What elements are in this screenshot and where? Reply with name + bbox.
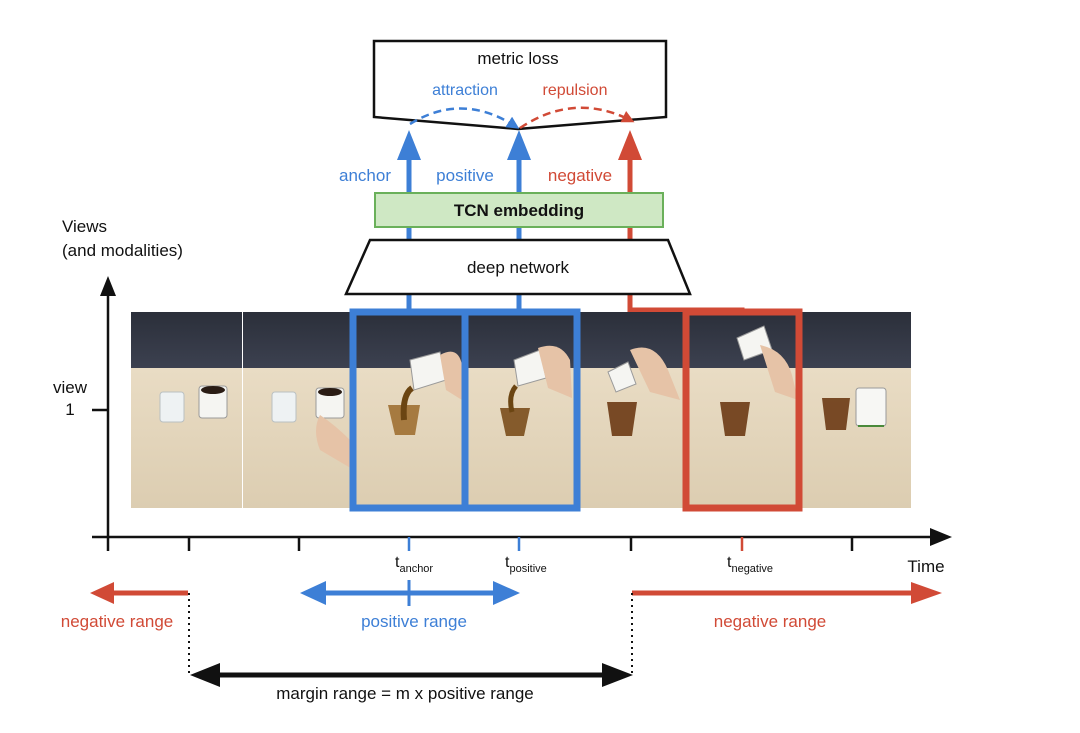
frame-7 [800, 312, 911, 508]
positive-range-arrow [300, 580, 520, 606]
positive-label: positive [436, 166, 494, 185]
t-anchor-label: tanchor [395, 554, 433, 575]
svg-text:tanchor: tanchor [395, 554, 433, 575]
tcn-embedding-box: TCN embedding [374, 192, 664, 228]
t-negative-label: tnegative [727, 554, 773, 575]
x-axis [92, 528, 952, 551]
deep-network-box: deep network [344, 238, 692, 296]
negative-frame-highlight [682, 308, 803, 512]
y-axis [92, 276, 116, 537]
positive-frame-highlight [461, 308, 581, 512]
attraction-arc [409, 107, 520, 129]
views-label-line2: (and modalities) [62, 241, 183, 260]
deep-network-label: deep network [467, 258, 570, 277]
left-negative-range-arrow [90, 582, 188, 604]
time-label: Time [907, 557, 944, 576]
tcn-embedding-label: TCN embedding [454, 201, 584, 220]
margin-range-arrow [190, 663, 633, 687]
right-negative-range-label: negative range [714, 612, 826, 631]
frame-2 [243, 312, 354, 508]
svg-text:tnegative: tnegative [727, 554, 773, 575]
anchor-label: anchor [339, 166, 391, 185]
views-label-line1: Views [62, 217, 107, 236]
svg-text:tpositive: tpositive [505, 554, 547, 575]
frame-4 [466, 312, 577, 508]
frame-6 [689, 312, 800, 508]
margin-range-label: margin range = m x positive range [276, 684, 534, 703]
frame-3 [354, 312, 465, 508]
positive-range-label: positive range [361, 612, 467, 631]
metric-loss-label: metric loss [477, 49, 558, 68]
negative-label: negative [548, 166, 612, 185]
view-label-line2: 1 [65, 400, 74, 419]
attraction-label: attraction [432, 82, 498, 99]
repulsion-label: repulsion [543, 82, 608, 99]
repulsion-arc [519, 106, 635, 130]
t-positive-label: tpositive [505, 554, 547, 575]
right-negative-range-arrow [632, 582, 942, 604]
left-negative-range-label: negative range [61, 612, 173, 631]
frame-5 [578, 312, 689, 508]
video-frame-strip [131, 312, 911, 508]
metric-loss-box: metric loss attraction repulsion [372, 39, 668, 131]
view-label-line1: view [53, 378, 88, 397]
frame-1 [131, 312, 242, 508]
